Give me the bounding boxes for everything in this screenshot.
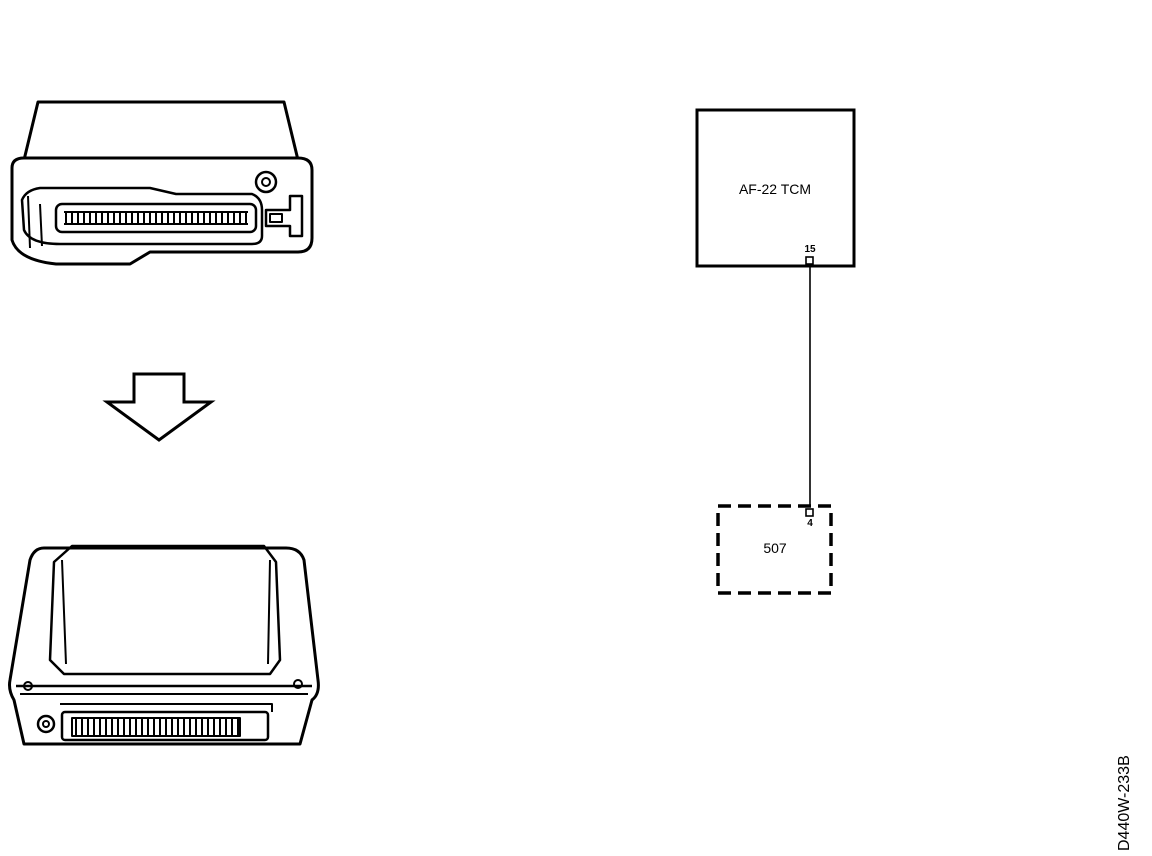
connector-pin-terminal <box>805 508 814 517</box>
new-module-illustration <box>8 544 320 746</box>
tcm-box <box>695 108 856 268</box>
down-arrow-icon <box>102 372 216 442</box>
connector-507-label: 507 <box>763 540 787 556</box>
new-module-connector-pins <box>75 718 239 736</box>
old-module-connector-pins <box>64 211 248 225</box>
connector-507-box <box>716 504 833 595</box>
figure-code: D440W-233B <box>1116 755 1133 851</box>
tcm-pin-terminal <box>805 256 814 265</box>
tcm-box-label: AF-22 TCM <box>739 181 811 197</box>
connector-pin-label: 4 <box>807 518 813 529</box>
tcm-pin-label: 15 <box>804 244 816 255</box>
old-module-illustration <box>10 100 314 266</box>
